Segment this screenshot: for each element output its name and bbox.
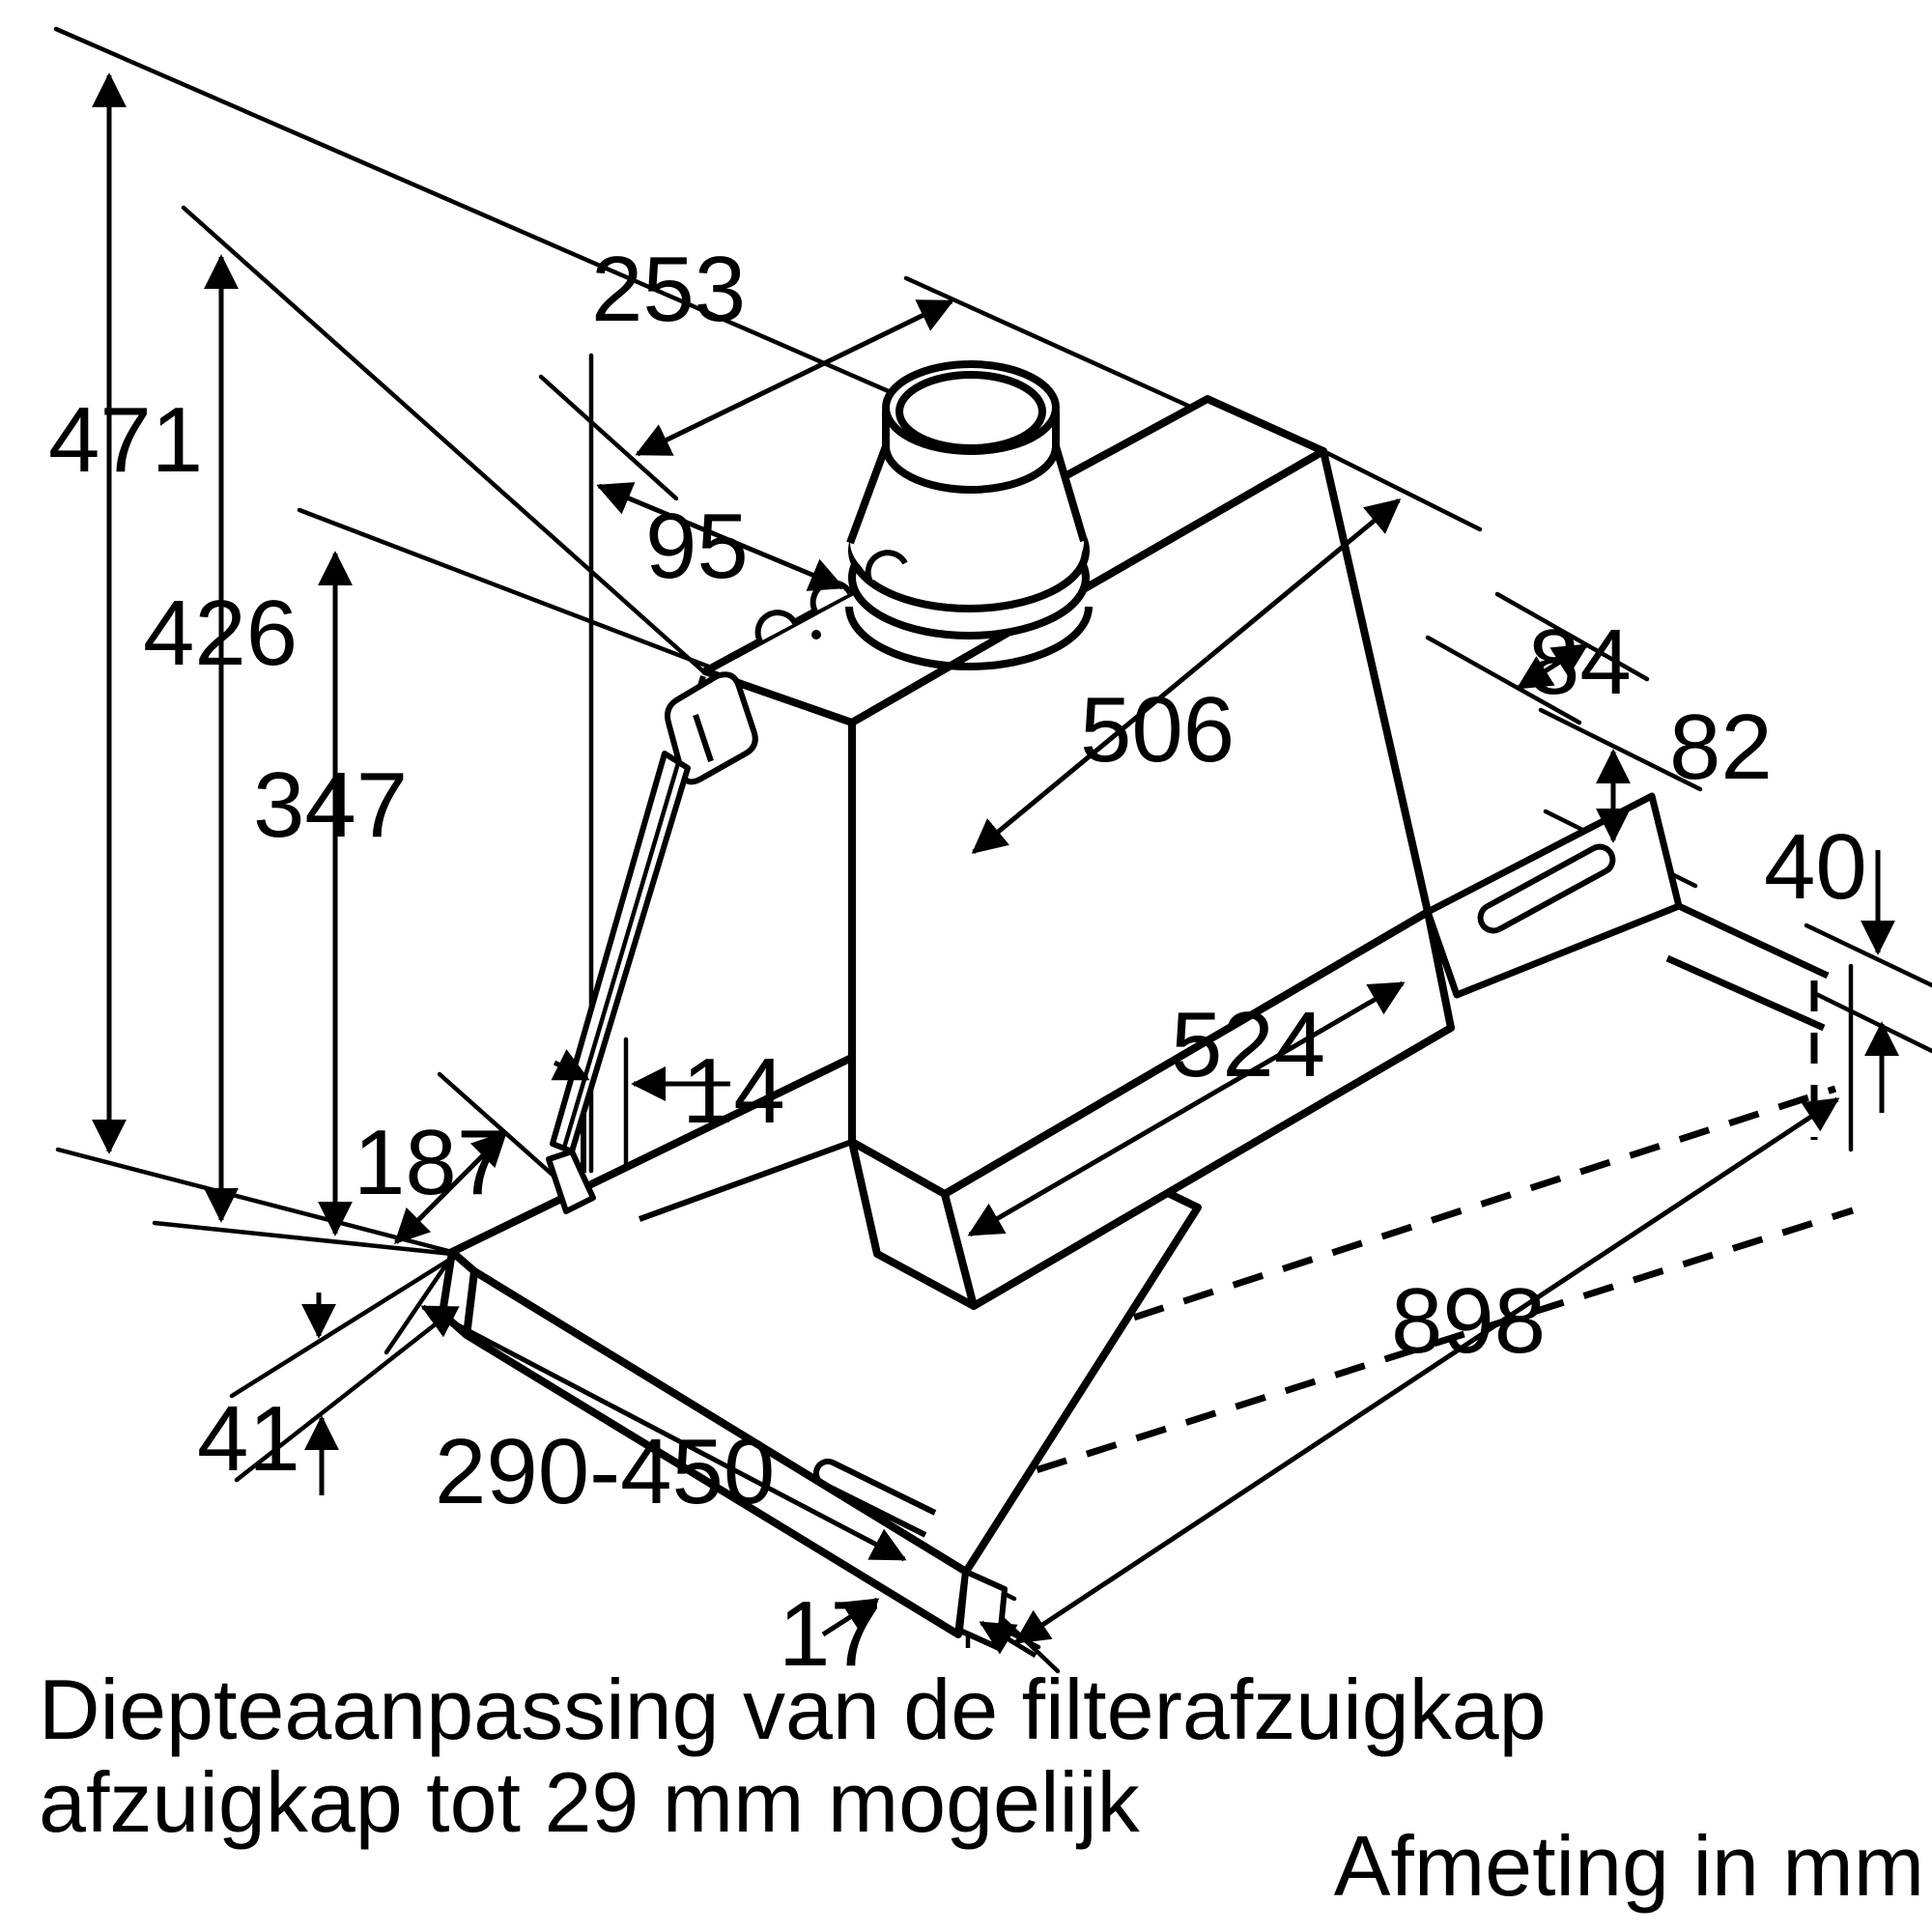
units-note: Afmeting in mm <box>1334 1818 1924 1914</box>
duct-collar <box>845 360 1093 670</box>
ext-bracket-depth-a <box>1425 635 1582 725</box>
spring-hook-detail <box>693 714 714 762</box>
dim-slide-bracket-height-label: 82 <box>1669 696 1773 799</box>
dim-body-top-width-label: 506 <box>1080 678 1235 781</box>
dim-duct-rear-offset-label: 95 <box>645 495 749 598</box>
dim-total-width-label: 898 <box>1391 1269 1546 1373</box>
dim-body-bottom-width-label: 524 <box>1171 993 1325 1096</box>
bracket-rail-bottom <box>1665 954 1826 1032</box>
ext-total-height-top <box>53 26 938 414</box>
dim-arrow-14-aux <box>551 1049 590 1082</box>
spring-blade-inner <box>561 762 681 1149</box>
collar-neck-ring <box>882 445 1060 494</box>
ext-visor-bottom <box>234 1313 449 1483</box>
bracket-arm <box>1424 792 1683 999</box>
bracket-rail-top <box>1677 902 1830 980</box>
spring-blade-foot <box>546 1149 596 1214</box>
spring-hook-clip <box>665 671 758 785</box>
caption: Diepteaanpassing van de filterafzuigkap … <box>39 1662 1924 1914</box>
dim-slide-bracket-depth-label: 84 <box>1528 611 1632 714</box>
dim-visor-thickness-label: 41 <box>197 1387 300 1491</box>
ext-top-depth-right <box>903 275 1191 409</box>
clip-bump-1 <box>754 610 798 643</box>
body-bottom-left-crease <box>638 1139 854 1222</box>
dim-body-height-label: 347 <box>253 753 408 857</box>
dimension-lines <box>92 72 1899 1659</box>
ext-body-width-right <box>1322 449 1483 532</box>
bracket-slot <box>1486 845 1607 932</box>
dim-line-253 <box>635 298 954 457</box>
dim-visor-top-depth-label: 187 <box>354 1111 508 1214</box>
dimension-labels: 471 426 347 253 95 506 84 82 40 524 14 1… <box>48 238 1867 1686</box>
dim-line-187 <box>393 1130 508 1245</box>
dim-line-898 <box>1013 1096 1840 1645</box>
dim-mounting-strip-height-label: 40 <box>1764 815 1867 919</box>
dim-total-height-label: 471 <box>48 388 203 492</box>
ext-top-depth-left <box>538 374 679 501</box>
dim-top-depth-label: 253 <box>591 238 746 341</box>
slide-bracket <box>1424 792 1830 1032</box>
dim-arrow-17-left <box>821 1597 880 1637</box>
clip-bump-3 <box>865 550 908 583</box>
dim-line-95 <box>596 482 845 591</box>
dim-line-84 <box>1516 642 1589 691</box>
ext-upper-height-top <box>181 205 706 674</box>
visor-left-end <box>439 1248 478 1339</box>
ext-strip-bottom <box>1811 990 1932 1054</box>
dim-front-lip-label: 17 <box>779 1582 882 1686</box>
dim-line-506 <box>971 498 1402 854</box>
dim-height-to-body-top-label: 426 <box>143 582 298 685</box>
bracket-slot-caps <box>1477 843 1616 934</box>
ext-total-height-bottom <box>55 1147 455 1255</box>
ext-strip-top <box>1804 923 1932 988</box>
clip-pin <box>811 630 821 639</box>
caption-line-2: afzuigkap tot 29 mm mogelijk <box>39 1754 1141 1850</box>
ext-pullout-left <box>384 1253 455 1355</box>
ext-heights-bottom <box>152 1220 455 1257</box>
ext-visor-top <box>229 1251 462 1399</box>
dim-pullout-depth-range-label: 290-450 <box>435 1420 775 1523</box>
visor-front-lip <box>957 1569 1008 1651</box>
dim-arrow-17-right <box>979 1620 1037 1659</box>
ext-bracket-depth-b <box>1494 591 1650 682</box>
caption-line-1: Diepteaanpassing van de filterafzuigkap <box>39 1662 1547 1757</box>
dim-line-290-450 <box>420 1304 907 1562</box>
dim-front-panel-gap-label: 14 <box>682 1039 785 1143</box>
